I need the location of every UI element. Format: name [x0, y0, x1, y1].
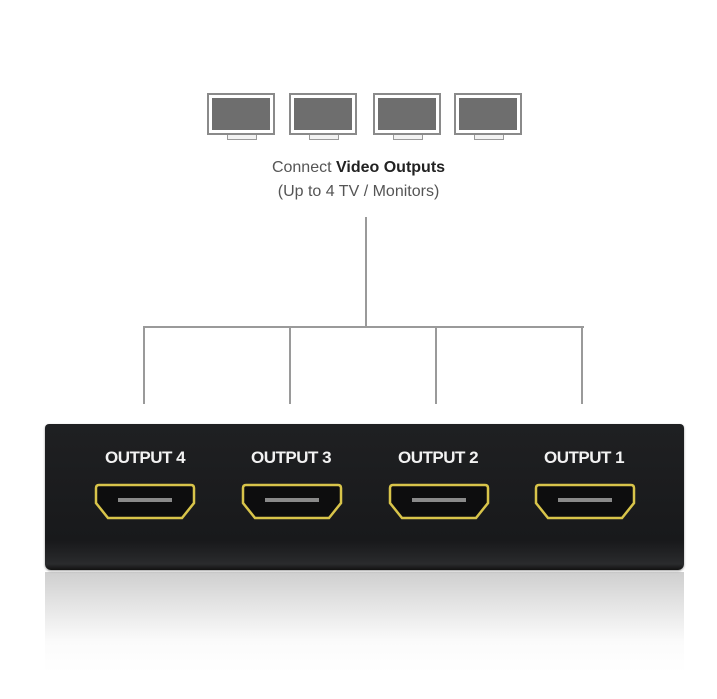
device-reflection — [45, 572, 684, 672]
connector-drop-line-2 — [435, 326, 437, 404]
monitor-frame — [373, 93, 441, 135]
monitor-screen — [212, 98, 270, 130]
connector-trunk-line — [365, 217, 367, 328]
connector-drop-line-3 — [289, 326, 291, 404]
monitor-screen — [459, 98, 517, 130]
connector-drop-line-4 — [143, 326, 145, 404]
monitor-frame — [207, 93, 275, 135]
monitor-stand — [474, 135, 504, 140]
hdmi-port-icon[interactable] — [94, 483, 196, 521]
caption-title: Connect Video Outputs — [0, 159, 717, 177]
monitor-icon — [454, 93, 522, 141]
caption-prefix: Connect — [271, 159, 336, 176]
monitor-stand — [227, 135, 257, 140]
hdmi-port-icon[interactable] — [388, 483, 490, 521]
monitor-screen — [294, 98, 352, 130]
monitor-frame — [454, 93, 522, 135]
hdmi-port-icon[interactable] — [241, 483, 343, 521]
monitor-icon — [207, 93, 275, 141]
hdmi-port-icon[interactable] — [534, 483, 636, 521]
monitor-icon — [373, 93, 441, 141]
caption-subtitle: (Up to 4 TV / Monitors) — [277, 183, 440, 200]
port-label-output-3: OUTPUT 3 — [250, 448, 332, 467]
port-label-output-2: OUTPUT 2 — [397, 448, 479, 467]
monitor-screen — [378, 98, 436, 130]
caption-bold: Video Outputs — [336, 159, 446, 176]
monitor-frame — [289, 93, 357, 135]
connector-drop-line-1 — [581, 326, 583, 404]
monitor-stand — [309, 135, 339, 140]
monitor-icon — [289, 93, 357, 141]
monitor-stand — [393, 135, 423, 140]
port-label-output-1: OUTPUT 1 — [543, 448, 625, 467]
connector-bus-line — [143, 326, 584, 328]
port-label-output-4: OUTPUT 4 — [104, 448, 186, 467]
